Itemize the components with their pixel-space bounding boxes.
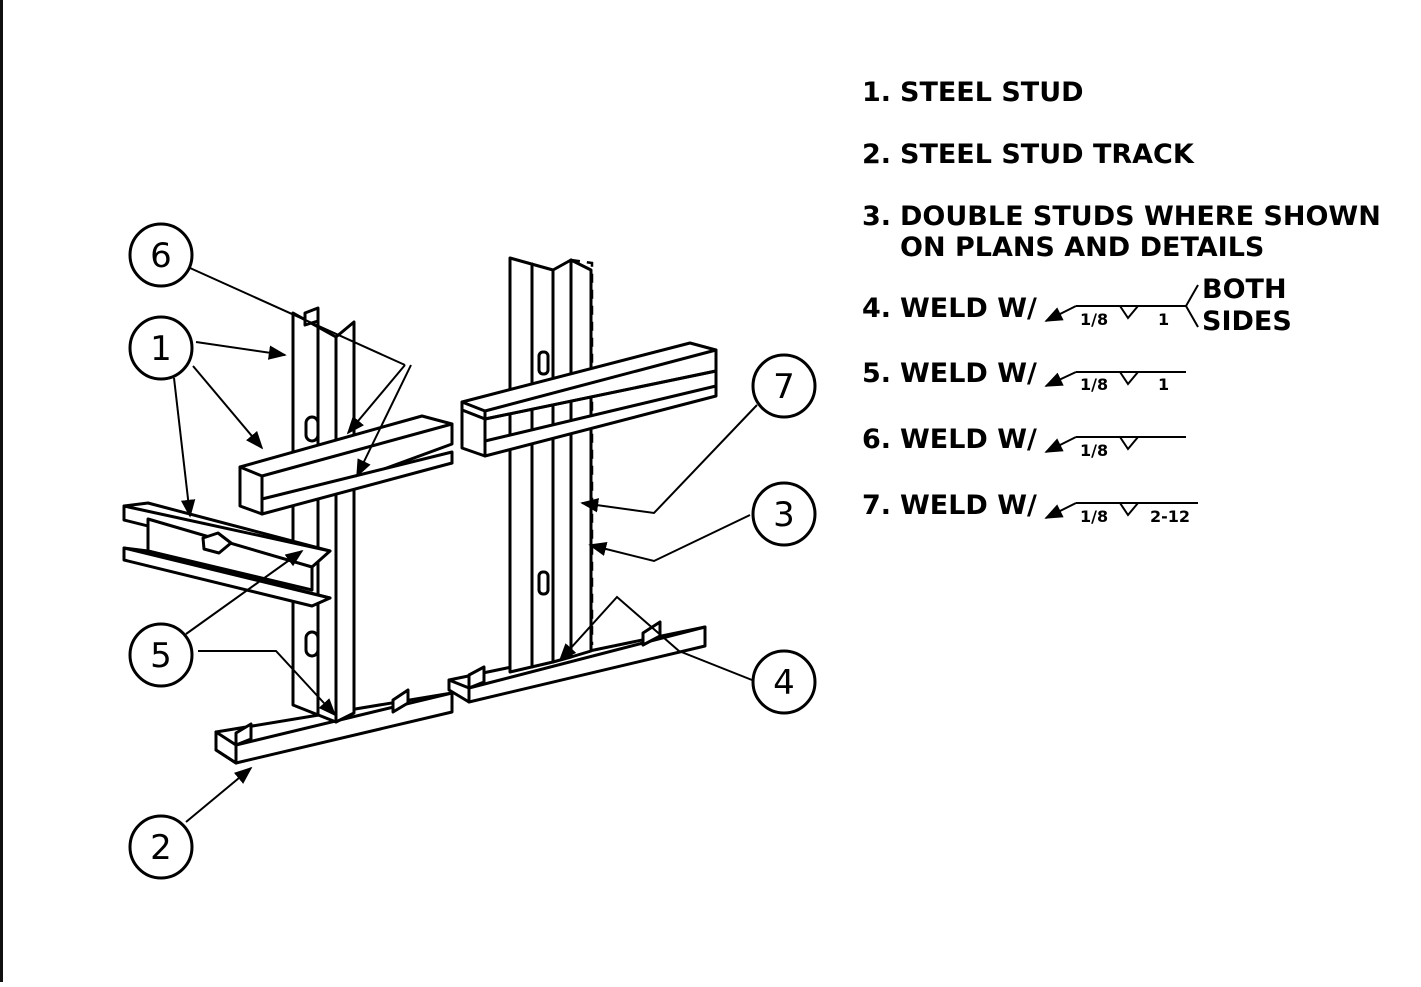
leader-5b <box>198 650 337 717</box>
double-studs <box>508 256 594 674</box>
leader-6 <box>189 267 406 366</box>
svg-text:1: 1 <box>1158 310 1169 329</box>
svg-text:6.: 6. <box>862 424 891 455</box>
svg-text:1.: 1. <box>862 77 891 108</box>
svg-text:5.: 5. <box>862 358 891 389</box>
svg-text:7.: 7. <box>862 490 891 521</box>
svg-text:2: 2 <box>150 828 172 868</box>
svg-text:3.: 3. <box>862 201 891 232</box>
svg-text:1: 1 <box>1158 375 1169 394</box>
leader-7 <box>580 404 758 515</box>
svg-text:WELD W/: WELD W/ <box>900 490 1037 521</box>
svg-text:4.: 4. <box>862 293 891 324</box>
callout-5: 5 <box>128 622 194 688</box>
svg-text:ON PLANS AND DETAILS: ON PLANS AND DETAILS <box>900 232 1264 263</box>
svg-text:WELD W/: WELD W/ <box>900 358 1037 389</box>
steel-stud-left <box>291 306 356 724</box>
legend-item-5: 5. WELD W/ 1/8 1 <box>862 358 1186 394</box>
leader-3 <box>588 514 751 563</box>
right-assembly <box>447 256 718 704</box>
svg-text:1: 1 <box>150 329 172 369</box>
leader-6b <box>356 364 412 478</box>
svg-text:STEEL STUD TRACK: STEEL STUD TRACK <box>900 139 1195 170</box>
svg-text:BOTH: BOTH <box>1202 274 1287 305</box>
steel-stud-track-left <box>214 688 454 765</box>
callout-4: 4 <box>751 649 817 715</box>
weld-symbol-7: 1/8 2-12 <box>1044 502 1198 526</box>
legend-item-3: 3. DOUBLE STUDS WHERE SHOWN ON PLANS AND… <box>862 201 1381 263</box>
steel-stud-horizontal-lower-left <box>122 501 332 608</box>
leader-4 <box>558 595 753 681</box>
leaders <box>173 267 758 823</box>
svg-text:1/8: 1/8 <box>1080 507 1108 526</box>
leader-6a <box>346 364 406 435</box>
leader-1c <box>173 377 196 518</box>
svg-text:7: 7 <box>773 367 795 407</box>
legend-item-1: 1. STEEL STUD <box>862 77 1084 108</box>
weld-symbol-5: 1/8 1 <box>1044 371 1186 394</box>
callout-2: 2 <box>128 814 194 880</box>
legend-item-7: 7. WELD W/ 1/8 2-12 <box>862 490 1198 526</box>
svg-text:WELD W/: WELD W/ <box>900 293 1037 324</box>
svg-text:5: 5 <box>150 636 172 676</box>
callout-1: 1 <box>128 315 194 381</box>
callout-7: 7 <box>751 353 817 419</box>
left-assembly <box>122 306 454 765</box>
leader-5a <box>185 549 304 635</box>
weld-symbol-4: 1/8 1 <box>1044 284 1199 329</box>
svg-text:4: 4 <box>773 663 795 703</box>
steel-stud-horizontal-right <box>460 341 718 458</box>
callout-6: 6 <box>128 222 194 288</box>
callouts: 6 1 5 2 7 3 4 <box>128 222 817 880</box>
callout-3: 3 <box>751 481 817 547</box>
legend: 1. STEEL STUD 2. STEEL STUD TRACK 3. DOU… <box>862 77 1381 526</box>
svg-text:1/8: 1/8 <box>1080 310 1108 329</box>
svg-text:2-12: 2-12 <box>1150 507 1190 526</box>
legend-item-2: 2. STEEL STUD TRACK <box>862 139 1195 170</box>
leader-2 <box>185 766 253 823</box>
svg-text:DOUBLE STUDS WHERE SHOWN: DOUBLE STUDS WHERE SHOWN <box>900 201 1381 232</box>
svg-text:SIDES: SIDES <box>1202 306 1292 337</box>
sheet-border <box>0 0 3 982</box>
svg-text:3: 3 <box>773 495 795 535</box>
leader-1a <box>195 341 287 360</box>
legend-item-4: 4. WELD W/ 1/8 1 BOTH SIDES <box>862 274 1292 337</box>
svg-text:2.: 2. <box>862 139 891 170</box>
steel-stud-horizontal-upper-left <box>238 414 454 516</box>
svg-text:1/8: 1/8 <box>1080 441 1108 460</box>
weld-symbol-6: 1/8 <box>1044 436 1186 460</box>
legend-item-6: 6. WELD W/ 1/8 <box>862 424 1186 460</box>
svg-text:6: 6 <box>150 236 172 276</box>
svg-text:WELD W/: WELD W/ <box>900 424 1037 455</box>
svg-text:STEEL STUD: STEEL STUD <box>900 77 1084 108</box>
svg-text:1/8: 1/8 <box>1080 375 1108 394</box>
leader-1b <box>192 365 264 450</box>
